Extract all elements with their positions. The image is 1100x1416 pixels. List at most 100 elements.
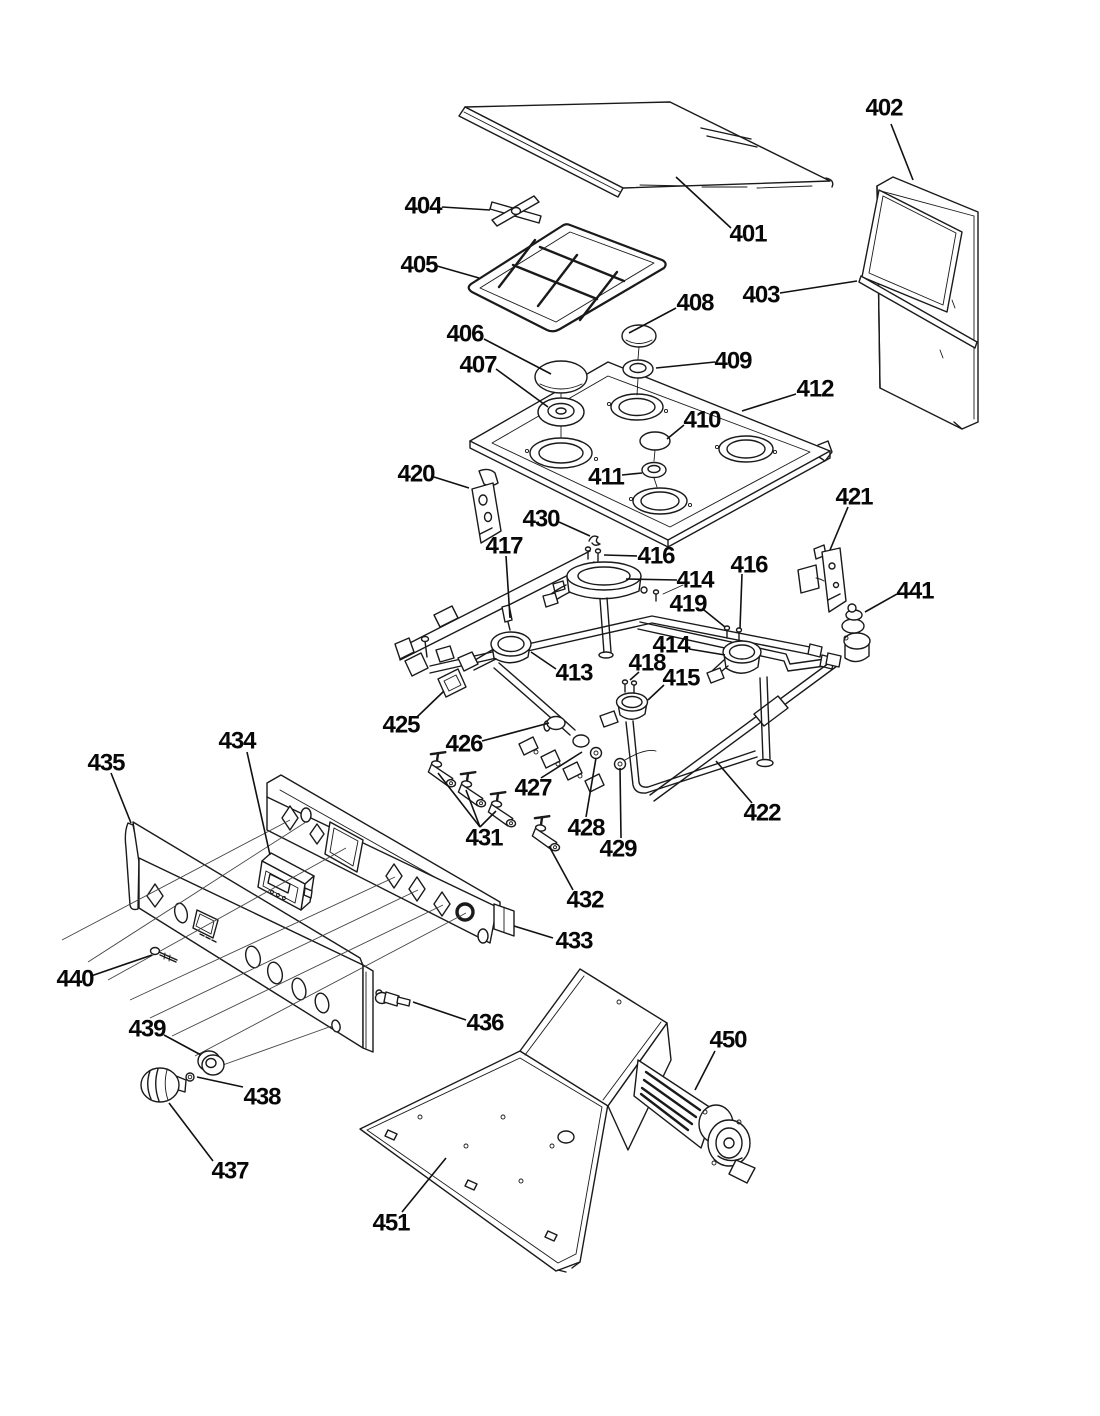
leader-line-412 <box>741 393 797 412</box>
leader-line-401 <box>675 176 732 229</box>
leader-line-429 <box>619 767 622 839</box>
leader-line-440 <box>90 954 153 977</box>
leader-line-450 <box>694 1050 716 1091</box>
leader-line-416 <box>603 554 638 557</box>
part-label-401: 401 <box>729 221 767 248</box>
leader-line-419 <box>703 609 726 628</box>
fitting-426 <box>546 715 566 731</box>
fitting-428 <box>589 746 603 760</box>
leader-line-437 <box>168 1102 214 1162</box>
cap-406 <box>534 360 588 394</box>
part-connector-436 <box>374 989 411 1007</box>
part-screw-440 <box>149 946 178 963</box>
part-cross-foot <box>489 195 542 227</box>
leader-line-421 <box>829 506 849 551</box>
valve-432 <box>529 812 565 853</box>
fitting-427 <box>572 734 590 748</box>
leader-line-438 <box>196 1076 244 1088</box>
leader-line-426 <box>481 722 550 742</box>
part-floor-pan <box>359 968 672 1273</box>
leader-line-431 <box>437 772 481 828</box>
leader-line-417 <box>505 555 511 619</box>
leader-line-418 <box>629 671 640 681</box>
part-label-436: 436 <box>466 1010 504 1037</box>
part-label-433: 433 <box>555 928 593 955</box>
part-label-404: 404 <box>404 193 443 220</box>
part-label-427: 427 <box>514 775 552 802</box>
leader-line-403 <box>779 280 858 294</box>
leader-line-432 <box>548 845 574 891</box>
part-label-434: 434 <box>218 728 257 755</box>
part-label-415: 415 <box>662 665 700 692</box>
part-label-438: 438 <box>243 1084 281 1111</box>
part-label-430: 430 <box>522 506 560 533</box>
part-label-441: 441 <box>896 578 934 605</box>
part-label-408: 408 <box>676 290 714 317</box>
leader-line-413 <box>530 651 557 670</box>
cap-408 <box>621 324 657 348</box>
part-label-451: 451 <box>372 1210 410 1237</box>
leader-line-434 <box>246 751 271 856</box>
fitting-429 <box>613 757 627 771</box>
part-pressure-regulator <box>841 603 871 663</box>
part-label-429: 429 <box>599 836 637 863</box>
part-label-420: 420 <box>397 461 435 488</box>
leader-line-431 <box>465 789 481 828</box>
part-label-403: 403 <box>742 282 780 309</box>
leader-line-414 <box>625 578 678 581</box>
part-label-402: 402 <box>865 95 903 122</box>
part-label-416: 416 <box>730 552 768 579</box>
burner-415 <box>615 692 649 712</box>
part-label-421: 421 <box>835 484 873 511</box>
clip-430 <box>588 535 601 546</box>
leader-line-427 <box>540 751 583 779</box>
leader-line-416 <box>739 573 743 629</box>
part-label-412: 412 <box>796 376 834 403</box>
part-label-411: 411 <box>588 464 624 491</box>
part-label-440: 440 <box>56 966 94 993</box>
part-label-437: 437 <box>211 1158 249 1185</box>
part-label-425: 425 <box>382 712 420 739</box>
part-label-417: 417 <box>485 533 523 560</box>
part-gas-pipes <box>394 550 842 802</box>
panel-marking <box>199 933 217 943</box>
leader-line-415 <box>647 684 665 701</box>
part-label-413: 413 <box>555 660 593 687</box>
leader-line-433 <box>513 925 554 939</box>
burner-413 <box>490 631 532 657</box>
leader-line-405 <box>436 265 480 279</box>
leader-line-441 <box>864 593 898 613</box>
leader-line-411 <box>621 472 643 476</box>
part-front-control-panel <box>124 821 374 1053</box>
part-label-409: 409 <box>714 348 752 375</box>
part-burner-caps <box>534 324 671 488</box>
projection-lines <box>61 819 467 1067</box>
part-label-416: 416 <box>637 543 675 570</box>
leader-line-402 <box>890 123 914 181</box>
part-label-439: 439 <box>128 1016 166 1043</box>
cap-410 <box>639 431 671 451</box>
leader-line-435 <box>110 772 132 824</box>
part-label-406: 406 <box>446 321 484 348</box>
part-blower-motor <box>633 1059 756 1184</box>
leader-line-414 <box>688 648 726 656</box>
leader-line-430 <box>558 521 591 537</box>
leader-line-439 <box>163 1034 202 1056</box>
leader-line-410 <box>666 424 685 440</box>
part-bracket-left <box>471 468 502 544</box>
leader-line-404 <box>441 206 491 211</box>
part-label-410: 410 <box>683 407 721 434</box>
part-label-431: 431 <box>465 825 503 852</box>
leader-line-406 <box>483 338 552 375</box>
part-burners <box>457 561 762 728</box>
part-back-panel <box>815 176 979 462</box>
leader-line-425 <box>416 690 445 718</box>
leader-line-428 <box>585 757 597 818</box>
timer-display <box>267 873 291 894</box>
part-clock-timer <box>257 852 315 911</box>
part-burner-grate <box>467 223 667 333</box>
part-small-screws <box>584 535 743 694</box>
part-top-cover <box>458 101 834 198</box>
part-label-419: 419 <box>669 591 707 618</box>
